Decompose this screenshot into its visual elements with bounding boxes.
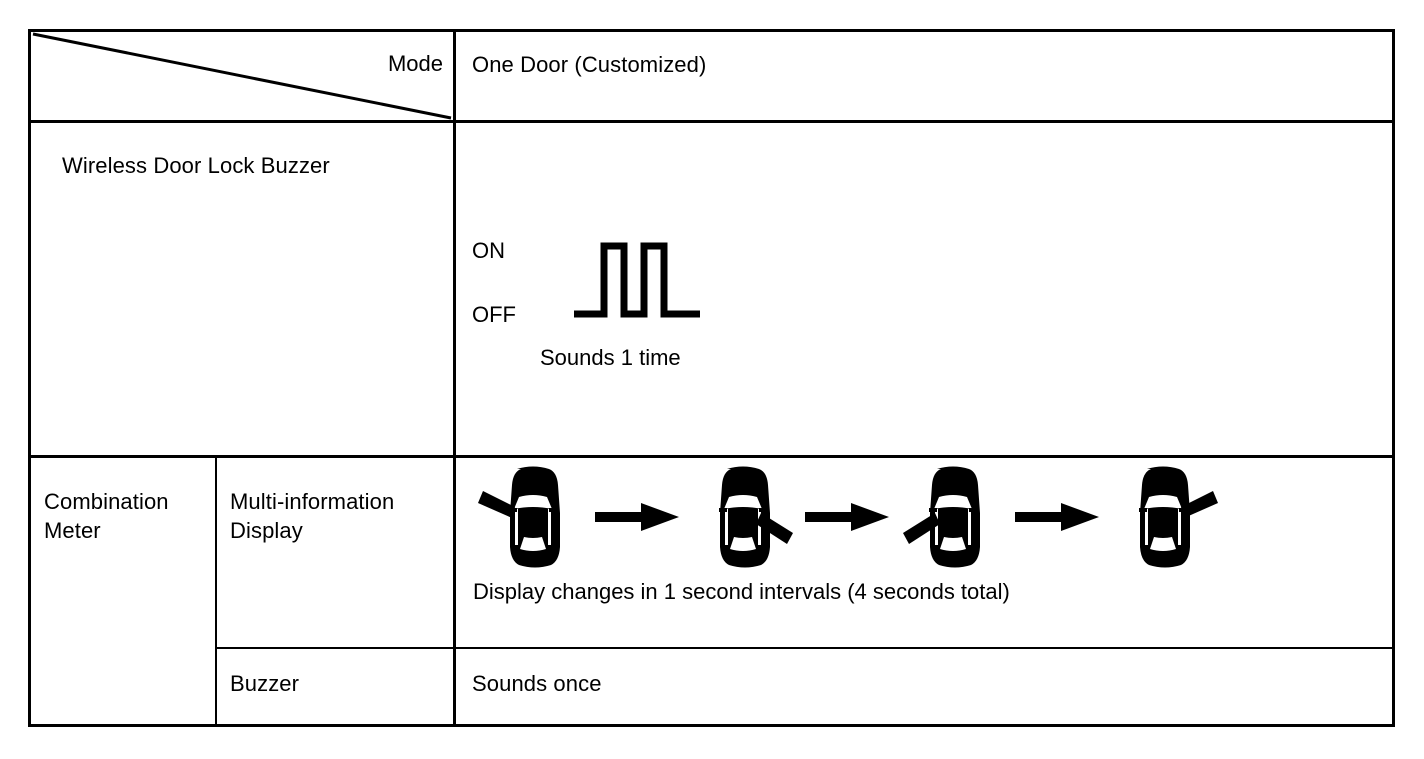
subrow-buzzer-label-cell: Buzzer (215, 647, 453, 724)
subrow-value-buzzer: Sounds once (472, 671, 602, 696)
subrow-multi-information-display-label-cell: Multi-information Display (215, 455, 453, 647)
rule-subrow-divider (215, 647, 1392, 649)
car-door-front-right-open-icon (1139, 466, 1218, 568)
car-door-rear-right-open-icon (719, 466, 793, 568)
rule-row1-bottom (31, 455, 1392, 458)
door-unlock-animation-sequence (471, 463, 1221, 571)
subrow-multi-information-display-content-cell: Display changes in 1 second intervals (4… (453, 455, 1392, 647)
diagonal-slash-icon (32, 32, 452, 120)
waveform-on-label: ON (472, 238, 505, 263)
car-door-rear-left-open-icon (903, 466, 980, 568)
rule-col-main (453, 32, 456, 724)
row-label-combination-meter: Combination Meter (44, 489, 169, 543)
multi-information-display-caption: Display changes in 1 second intervals (4… (473, 579, 1010, 604)
row-wireless-door-lock-buzzer-label-cell: Wireless Door Lock Buzzer (31, 120, 453, 455)
arrow-right-icon (1015, 503, 1099, 531)
header-mode-value-cell: One Door (Customized) (453, 32, 1392, 120)
row-wireless-door-lock-buzzer-content-cell: ON OFF Sounds 1 time (453, 120, 1392, 455)
mode-label: Mode (387, 51, 443, 76)
arrow-right-icon (595, 503, 679, 531)
subrow-buzzer-value-cell: Sounds once (453, 647, 1392, 724)
row-label-wireless-door-lock-buzzer: Wireless Door Lock Buzzer (62, 153, 330, 178)
waveform-caption: Sounds 1 time (540, 345, 681, 370)
spec-table: Mode One Door (Customized) Wireless Door… (28, 29, 1395, 727)
buzzer-waveform-block: ON OFF Sounds 1 time (472, 240, 772, 380)
subrow-label-multi-information-display: Multi-information Display (230, 489, 395, 543)
rule-col-sub (215, 455, 217, 724)
header-stub-cell: Mode (31, 32, 453, 120)
waveform-off-label: OFF (472, 302, 516, 327)
arrow-right-icon (805, 503, 889, 531)
car-door-front-left-open-icon (478, 466, 560, 568)
mode-value-text: One Door (Customized) (472, 52, 707, 77)
subrow-label-buzzer: Buzzer (230, 671, 300, 696)
square-wave-icon (574, 242, 700, 318)
rule-header-bottom (31, 120, 1392, 123)
row-combination-meter-label-cell: Combination Meter (31, 455, 215, 724)
